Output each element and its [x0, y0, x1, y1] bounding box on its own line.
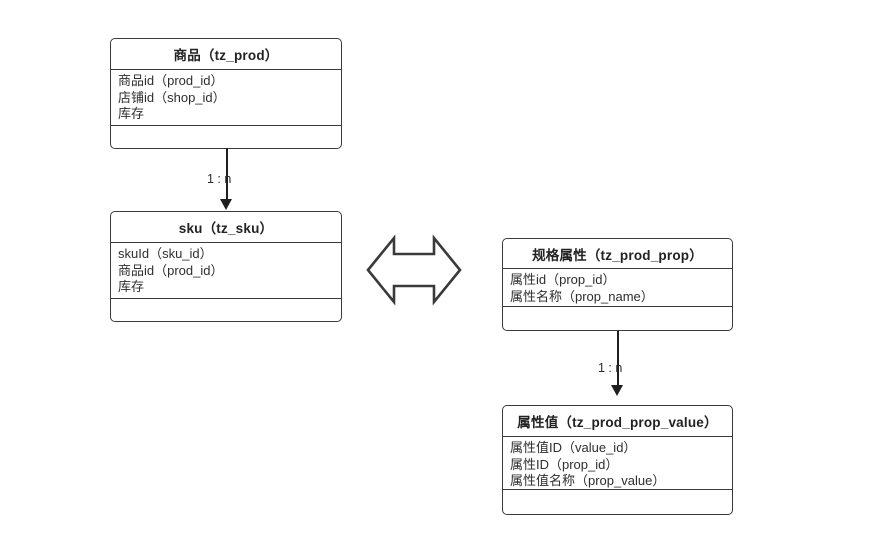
- attribute-row: 属性名称（prop_name）: [510, 288, 654, 304]
- entity-title-tz-prod-prop-value: 属性值（tz_prod_prop_value）: [503, 406, 732, 437]
- attribute-row: 属性ID（prop_id）: [510, 456, 619, 472]
- entity-attributes-tz-sku: skuId（sku_id） 商品id（prod_id） 库存: [111, 243, 341, 299]
- entity-title-tz-sku: sku（tz_sku）: [111, 212, 341, 243]
- entity-footer-tz-sku: [111, 299, 341, 321]
- entity-title-tz-prod: 商品（tz_prod）: [111, 39, 341, 70]
- entity-footer-tz-prod: [111, 126, 341, 148]
- connector-line: [617, 331, 619, 386]
- connector-label-cardinality: 1 : n: [207, 172, 232, 186]
- entity-attributes-tz-prod-prop: 属性id（prop_id） 属性名称（prop_name）: [503, 269, 732, 307]
- connector-line: [226, 148, 228, 200]
- attribute-row: 库存: [118, 279, 145, 294]
- entity-title-tz-prod-prop: 规格属性（tz_prod_prop）: [503, 239, 732, 269]
- entity-footer-tz-prod-prop-value: [503, 490, 732, 514]
- attribute-row: 属性值ID（value_id）: [510, 440, 637, 455]
- attribute-row: 属性id（prop_id）: [510, 272, 616, 287]
- connector-label-cardinality: 1 : n: [598, 361, 623, 375]
- attribute-row: 店铺id（shop_id）: [118, 89, 226, 105]
- attribute-row: 属性值名称（prop_value）: [510, 473, 666, 488]
- entity-box-tz-prod-prop-value[interactable]: 属性值（tz_prod_prop_value） 属性值ID（value_id） …: [502, 405, 733, 515]
- entity-attributes-tz-prod: 商品id（prod_id） 店铺id（shop_id） 库存: [111, 70, 341, 126]
- attribute-row: 库存: [118, 106, 145, 121]
- entity-footer-tz-prod-prop: [503, 307, 732, 330]
- entity-box-tz-prod-prop[interactable]: 规格属性（tz_prod_prop） 属性id（prop_id） 属性名称（pr…: [502, 238, 733, 331]
- arrowhead-icon: [611, 385, 623, 396]
- left-right-arrow-icon: [364, 232, 464, 308]
- arrowhead-icon: [220, 199, 232, 210]
- entity-box-tz-prod[interactable]: 商品（tz_prod） 商品id（prod_id） 店铺id（shop_id） …: [110, 38, 342, 149]
- entity-attributes-tz-prod-prop-value: 属性值ID（value_id） 属性ID（prop_id） 属性值名称（prop…: [503, 437, 732, 490]
- attribute-row: skuId（sku_id）: [118, 246, 213, 261]
- attribute-row: 商品id（prod_id）: [118, 262, 224, 278]
- entity-box-tz-sku[interactable]: sku（tz_sku） skuId（sku_id） 商品id（prod_id） …: [110, 211, 342, 322]
- attribute-row: 商品id（prod_id）: [118, 73, 224, 88]
